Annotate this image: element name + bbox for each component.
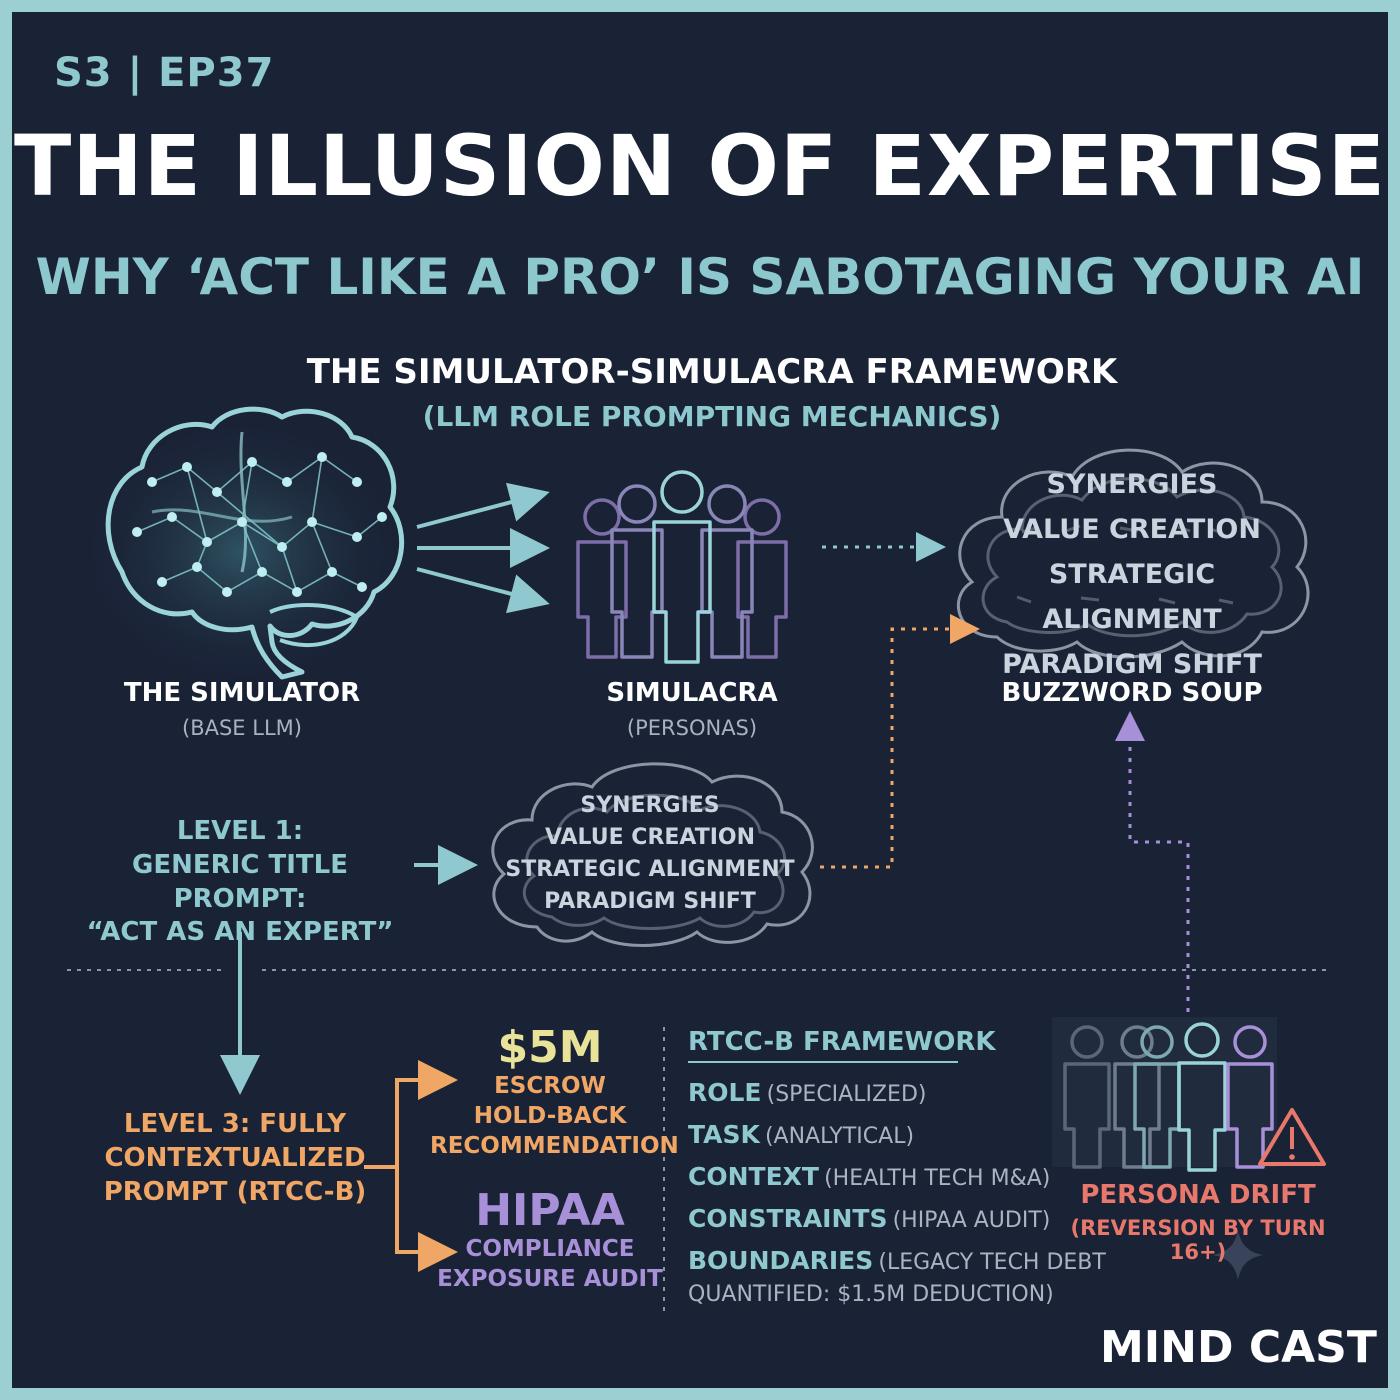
simulator-label: THE SIMULATOR — [123, 678, 361, 708]
buzzword-cloud-words: SYNERGIES VALUE CREATION STRATEGIC ALIGN… — [972, 462, 1292, 687]
escrow-line: HOLD-BACK — [473, 1103, 627, 1130]
buzzword: SYNERGIES — [1046, 469, 1218, 500]
simulator-sublabel: (BASE LLM) — [182, 716, 302, 740]
rtccb-value: (SPECIALIZED) — [766, 1082, 927, 1107]
rtccb-key: CONTEXT — [688, 1162, 819, 1191]
rtccb-value: (ANALYTICAL) — [764, 1124, 915, 1149]
rtccb-value: (LEGACY TECH DEBT — [878, 1250, 1106, 1275]
level1-line: GENERIC TITLE PROMPT: — [132, 849, 348, 914]
brand-logo: MIND CAST — [1100, 1322, 1377, 1373]
sparkle-icon — [1213, 1230, 1263, 1280]
level3-branch-arrows — [364, 1060, 458, 1272]
buzzword: VALUE CREATION — [1003, 514, 1261, 545]
framework-title: THE SIMULATOR-SIMULACRA FRAMEWORK — [306, 352, 1118, 392]
rtccb-key: TASK — [688, 1120, 760, 1149]
simulacra-people-icon — [576, 470, 788, 664]
rtccb-value: (HEALTH TECH M&A) — [824, 1166, 1051, 1191]
page-title: THE ILLUSION OF EXPERTISE — [14, 117, 1386, 215]
simulacra-sublabel: (PERSONAS) — [626, 716, 758, 740]
rtccb-title: RTCC-B FRAMEWORK — [688, 1027, 996, 1057]
rtccb-item-constraints: CONSTRAINTS (HIPAA AUDIT) — [688, 1204, 1050, 1233]
level1-to-buzzword-arrow — [820, 614, 980, 869]
level1-cloud-words: SYNERGIES VALUE CREATION STRATEGIC ALIGN… — [500, 790, 800, 918]
simulator-to-simulacra-arrows — [416, 482, 550, 614]
rtccb-item-context: CONTEXT (HEALTH TECH M&A) — [688, 1162, 1050, 1191]
buzzword: PARADIGM SHIFT — [1002, 649, 1262, 680]
persona-drift-sublabel: (REVERSION BY TURN 16+) — [1070, 1216, 1326, 1264]
buzzword-cloud-shape — [956, 448, 1310, 659]
persona-drift-label: PERSONA DRIFT — [1080, 1180, 1316, 1210]
level3-line: PROMPT (RTCC-B) — [103, 1176, 367, 1207]
rtccb-item-task: TASK (ANALYTICAL) — [688, 1120, 914, 1149]
simulacra-label: SIMULACRA — [606, 678, 778, 708]
hipaa-line: EXPOSURE AUDIT — [437, 1266, 663, 1293]
buzzword: STRATEGIC ALIGNMENT — [505, 857, 795, 882]
drift-to-buzzword-arrow — [1115, 711, 1190, 1012]
rtccb-value: (HIPAA AUDIT) — [892, 1208, 1051, 1233]
level3-prompt-label: LEVEL 3: FULLY CONTEXTUALIZED PROMPT (RT… — [102, 1108, 368, 1209]
level3-line: LEVEL 3: FULLY — [123, 1109, 347, 1139]
level1-cloud-shape — [491, 762, 814, 947]
escrow-line: ESCROW — [494, 1073, 606, 1100]
hipaa-outcome: HIPAA COMPLIANCE EXPOSURE AUDIT — [430, 1185, 670, 1295]
episode-label: S3 | EP37 — [54, 50, 275, 96]
level3-line: CONTEXTUALIZED — [104, 1142, 366, 1173]
level1-prompt-label: LEVEL 1: GENERIC TITLE PROMPT: “ACT AS A… — [62, 815, 418, 950]
escrow-outcome: $5M ESCROW HOLD-BACK RECOMMENDATION — [430, 1022, 679, 1162]
page-subtitle: WHY ‘ACT LIKE A PRO’ IS SABOTAGING YOUR … — [35, 248, 1365, 306]
buzzword: PARADIGM SHIFT — [544, 889, 756, 914]
warning-icon — [1258, 1108, 1326, 1166]
brain-icon — [72, 406, 412, 692]
buzzword: VALUE CREATION — [544, 825, 756, 850]
rtccb-key: CONSTRAINTS — [688, 1204, 888, 1233]
rtccb-item-boundaries: BOUNDARIES (LEGACY TECH DEBT — [688, 1246, 1106, 1275]
diagram-graphics — [67, 406, 1332, 1312]
escrow-line: RECOMMENDATION — [430, 1133, 679, 1160]
buzzword-soup-label: BUZZWORD SOUP — [1001, 678, 1263, 708]
level1-line: “ACT AS AN EXPERT” — [86, 917, 394, 948]
framework-subtitle: (LLM ROLE PROMPTING MECHANICS) — [422, 400, 1002, 433]
level1-line: LEVEL 1: — [176, 816, 304, 846]
hipaa-title: HIPAA — [475, 1185, 625, 1236]
rtccb-item-role: ROLE (SPECIALIZED) — [688, 1078, 926, 1107]
rtccb-boundaries-continued: QUANTIFIED: $1.5M DEDUCTION) — [688, 1282, 1054, 1307]
rtccb-key: BOUNDARIES — [688, 1246, 874, 1275]
hipaa-line: COMPLIANCE — [465, 1236, 635, 1263]
persona-drift-people-icon — [1052, 1017, 1277, 1172]
rtccb-key: ROLE — [688, 1078, 762, 1107]
buzzword: STRATEGIC ALIGNMENT — [1042, 559, 1222, 635]
escrow-amount: $5M — [497, 1022, 603, 1073]
buzzword: SYNERGIES — [580, 793, 720, 818]
